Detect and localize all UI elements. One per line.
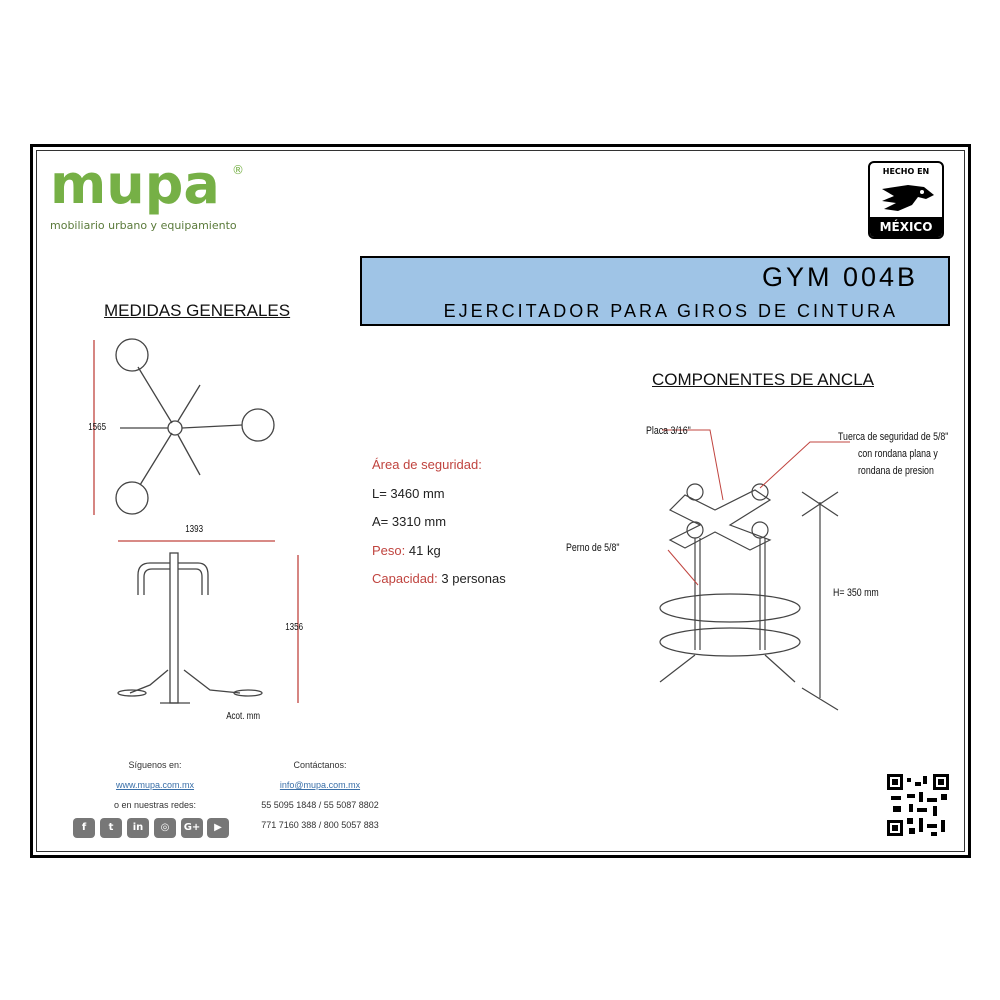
facebook-icon[interactable]: f bbox=[73, 818, 95, 838]
plate-label: Placa 3/16" bbox=[646, 425, 691, 437]
phones-1: 55 5095 1848 / 55 5087 8802 bbox=[261, 800, 379, 810]
safety-length: L= 3460 mm bbox=[372, 486, 445, 501]
safety-width: A= 3310 mm bbox=[372, 514, 447, 529]
product-name: EJERCITADOR PARA GIROS DE CINTURA bbox=[443, 301, 898, 321]
dimension-height-top: 1565 bbox=[88, 422, 107, 433]
dimension-width: 1393 bbox=[185, 524, 204, 535]
capacity-label: Capacidad: bbox=[372, 571, 438, 586]
capacity-row: Capacidad: 3 personas bbox=[372, 571, 506, 586]
anchor-drawing bbox=[659, 429, 850, 711]
instagram-icon[interactable]: ◎ bbox=[154, 818, 176, 838]
follow-label: Síguenos en: bbox=[128, 760, 182, 770]
nut-label-1: Tuerca de seguridad de 5/8" bbox=[838, 431, 949, 443]
units-note: Acot. mm bbox=[226, 711, 261, 722]
bolt-label: Perno de 5/8" bbox=[566, 542, 620, 554]
nut-label-3: rondana de presion bbox=[858, 465, 934, 477]
brand-tagline: mobiliario urbano y equipamiento bbox=[50, 219, 237, 232]
weight-value: 41 kg bbox=[408, 543, 441, 558]
product-code: GYM 004B bbox=[761, 262, 918, 292]
linkedin-icon[interactable]: in bbox=[127, 818, 149, 838]
eagle-icon bbox=[882, 185, 934, 211]
google-plus-icon[interactable]: G+ bbox=[181, 818, 203, 838]
networks-label: o en nuestras redes: bbox=[113, 800, 197, 810]
product-title-box: GYM 004B EJERCITADOR PARA GIROS DE CINTU… bbox=[360, 256, 950, 326]
phones-2: 771 7160 388 / 800 5057 883 bbox=[261, 820, 379, 830]
contact-label: Contáctanos: bbox=[293, 760, 347, 770]
twitter-icon[interactable]: t bbox=[100, 818, 122, 838]
registered-mark: ® bbox=[232, 163, 244, 177]
website-link[interactable]: www.mupa.com.mx bbox=[115, 780, 195, 790]
page-inner-frame bbox=[36, 150, 965, 852]
side-view-drawing bbox=[117, 540, 299, 704]
hecho-en-mexico-badge: HECHO EN MÉXICO bbox=[868, 161, 944, 239]
badge-line1: HECHO EN bbox=[882, 167, 930, 176]
brand-logo: mupa bbox=[50, 153, 220, 216]
badge-line2: MÉXICO bbox=[870, 217, 942, 237]
youtube-icon[interactable]: ▶ bbox=[207, 818, 229, 838]
anchor-height: H= 350 mm bbox=[833, 587, 879, 599]
safety-area-label: Área de seguridad: bbox=[372, 457, 482, 472]
weight-label: Peso: bbox=[372, 543, 406, 558]
section-componentes-ancla: COMPONENTES DE ANCLA bbox=[652, 370, 874, 389]
weight-row: Peso: 41 kg bbox=[372, 543, 441, 558]
top-view-drawing bbox=[93, 338, 275, 515]
nut-label-2: con rondana plana y bbox=[858, 448, 938, 460]
capacity-value: 3 personas bbox=[441, 571, 506, 586]
page-frame bbox=[30, 144, 971, 858]
section-medidas-generales: MEDIDAS GENERALES bbox=[104, 301, 291, 320]
qr-code-icon[interactable] bbox=[887, 774, 949, 836]
dimension-height-side: 1356 bbox=[285, 622, 304, 633]
email-link[interactable]: info@mupa.com.mx bbox=[279, 780, 361, 790]
